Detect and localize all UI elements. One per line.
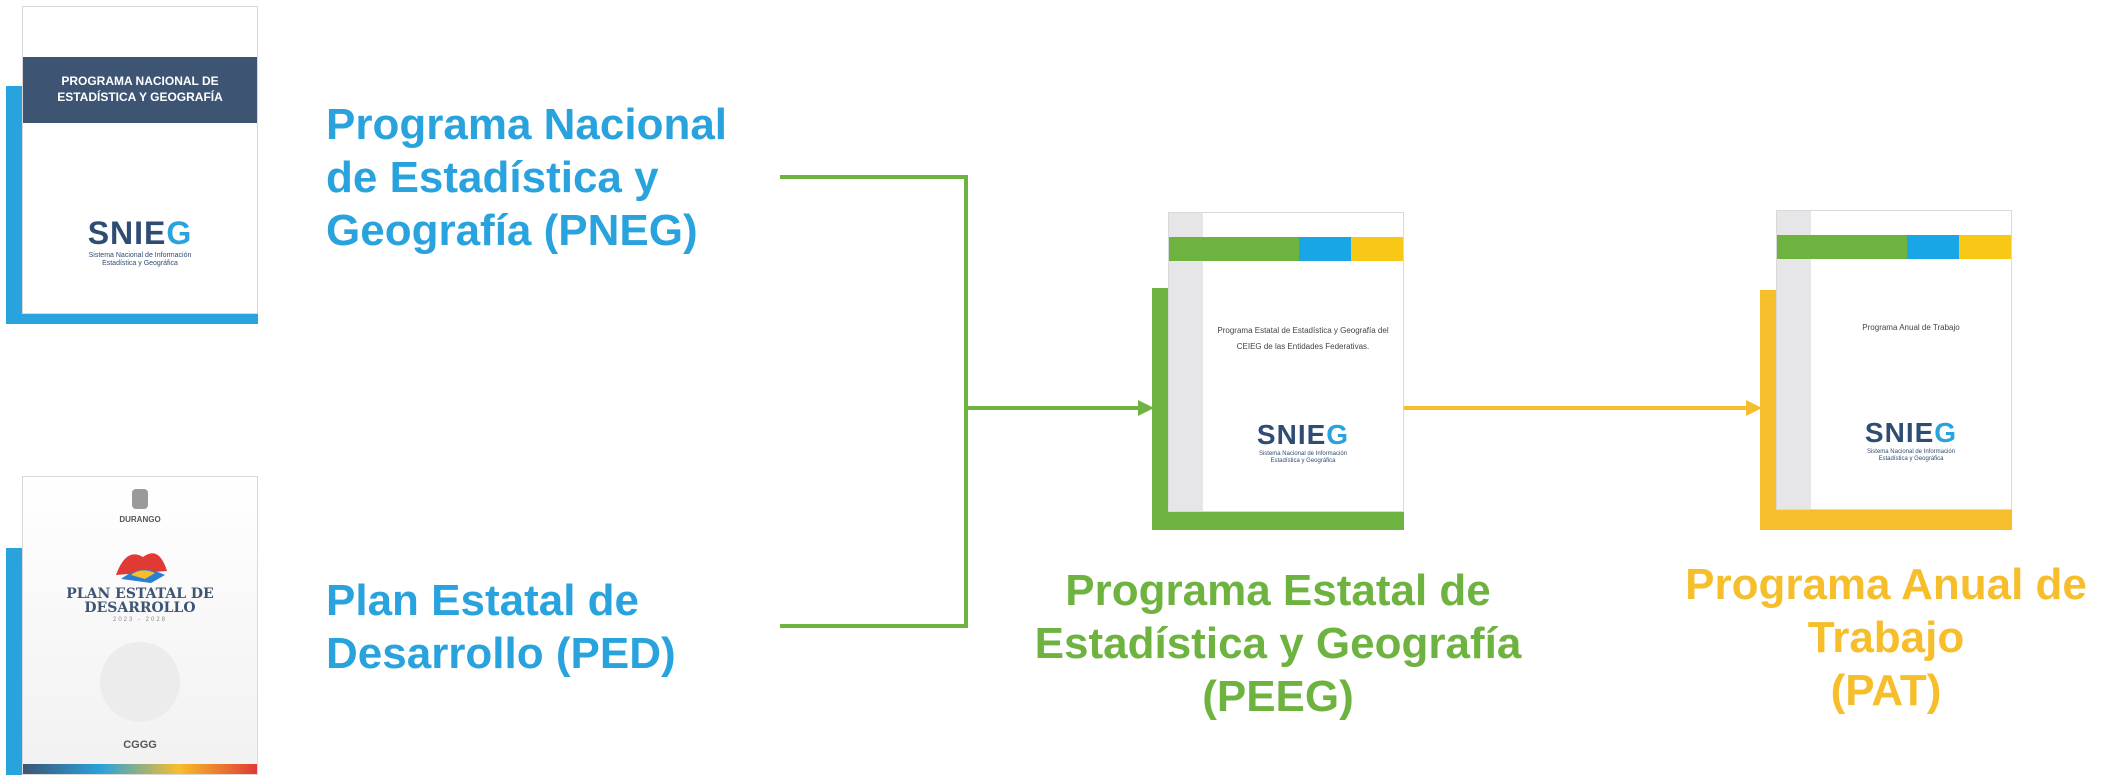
peeg-header-yellow: [1351, 237, 1403, 261]
pat-label-line-1: Programa Anual de: [1685, 560, 2087, 609]
snieg-logo-sub-2: Estadística y Geográfica: [1878, 456, 1944, 462]
snieg-logo-sub-1: Sistema Nacional de Información: [1866, 449, 1956, 455]
ped-cover-footer: CGGG: [123, 739, 157, 751]
peeg-label-line-3: (PEEG): [1202, 672, 1354, 721]
snieg-logo-text: SNIEG: [87, 215, 193, 251]
ped-cover-bottom-stripe: [23, 764, 257, 774]
peeg-document: Programa Estatal de Estadística y Geogra…: [1152, 212, 1404, 530]
ped-cover-state: DURANGO: [119, 515, 161, 524]
pat-label: Programa Anual de Trabajo (PAT): [1660, 558, 2112, 717]
pat-header-yellow: [1959, 235, 2011, 259]
pneg-document-cover: PROGRAMA NACIONAL DE ESTADÍSTICA Y GEOGR…: [6, 6, 258, 324]
ped-cover-title-line-1: PLAN ESTATAL DE: [66, 586, 214, 602]
pneg-label-line-3: Geografía (PNEG): [326, 206, 698, 255]
peeg-to-pat-arrowhead: [1746, 400, 1762, 416]
ped-cover-watermark: [100, 642, 180, 722]
peeg-doc-text-line-1: Programa Estatal de Estadística y Geogra…: [1217, 326, 1389, 335]
pneg-connector: [780, 175, 968, 628]
peeg-doc-text-line-2: CEIEG de las Entidades Federativas.: [1236, 342, 1370, 351]
ped-label: Plan Estatal de Desarrollo (PED): [326, 574, 676, 680]
pat-doc-text: Programa Anual de Trabajo: [1862, 323, 1960, 332]
pneg-label-line-1: Programa Nacional: [326, 100, 728, 149]
pneg-label-line-2: de Estadística y: [326, 153, 659, 202]
snieg-logo-text: SNIEG: [1864, 417, 1958, 448]
snieg-logo-sub-2: Estadística y Geográfica: [1270, 458, 1336, 464]
peeg-header-green: [1169, 237, 1299, 261]
snieg-logo-sub-1: Sistema Nacional de Información: [88, 252, 192, 259]
ped-cover-emblem-icon: [116, 553, 167, 583]
pneg-cover-title-line-2: ESTADÍSTICA Y GEOGRAFÍA: [57, 90, 223, 104]
peeg-page-left-strip: [1169, 213, 1203, 511]
ped-label-line-2: Desarrollo (PED): [326, 629, 676, 678]
peeg-label-line-2: Estadística y Geografía: [1034, 619, 1522, 668]
peeg-header-blue: [1299, 237, 1351, 261]
snieg-logo-text: SNIEG: [1256, 419, 1350, 450]
peeg-label: Programa Estatal de Estadística y Geogra…: [1000, 564, 1556, 723]
pat-snieg-logo: SNIEG Sistema Nacional de Información Es…: [1811, 417, 2011, 463]
pat-header-blue: [1907, 235, 1959, 259]
pat-page-left-strip: [1777, 211, 1811, 509]
peeg-doc-text: Programa Estatal de Estadística y Geogra…: [1203, 323, 1403, 355]
pat-page: Programa Anual de Trabajo SNIEG Sistema …: [1776, 210, 2012, 510]
pneg-cover-title-line-1: PROGRAMA NACIONAL DE: [61, 74, 219, 88]
ped-label-line-1: Plan Estatal de: [326, 576, 640, 625]
pneg-label: Programa Nacional de Estadística y Geogr…: [326, 98, 727, 257]
pneg-cover-title-band: PROGRAMA NACIONAL DE ESTADÍSTICA Y GEOGR…: [23, 57, 257, 123]
ped-document-cover: DURANGO PLAN ESTATAL DE DESARROLLO 2023 …: [6, 476, 258, 775]
peeg-label-line-1: Programa Estatal de: [1065, 566, 1491, 615]
pat-label-line-3: (PAT): [1830, 666, 1942, 715]
snieg-logo-sub-1: Sistema Nacional de Información: [1258, 451, 1348, 457]
ped-cover-page: DURANGO PLAN ESTATAL DE DESARROLLO 2023 …: [22, 476, 258, 775]
pat-label-line-2: Trabajo: [1807, 613, 1965, 662]
snieg-logo-sub-2: Estadística y Geográfica: [102, 260, 178, 267]
ped-cover-crest-icon: [132, 489, 148, 509]
pneg-snieg-logo: SNIEG Sistema Nacional de Información Es…: [23, 215, 257, 268]
ped-cover-years: 2023 - 2028: [112, 617, 168, 623]
peeg-snieg-logo: SNIEG Sistema Nacional de Información Es…: [1203, 419, 1403, 465]
merge-arrowhead: [1138, 400, 1154, 416]
pneg-cover-page: PROGRAMA NACIONAL DE ESTADÍSTICA Y GEOGR…: [22, 6, 258, 314]
pat-header-green: [1777, 235, 1907, 259]
peeg-page: Programa Estatal de Estadística y Geogra…: [1168, 212, 1404, 512]
ped-cover-title-line-2: DESARROLLO: [84, 600, 196, 616]
pat-document: Programa Anual de Trabajo SNIEG Sistema …: [1760, 210, 2012, 530]
ped-cover-title: PLAN ESTATAL DE DESARROLLO: [23, 587, 257, 615]
